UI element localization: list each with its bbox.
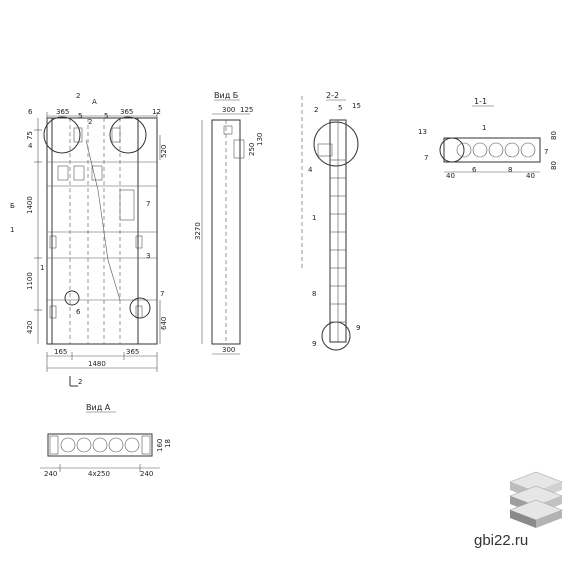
callout-5-right: 5 xyxy=(104,112,108,120)
section-11-callout-7-left: 7 xyxy=(424,154,428,162)
section-22-callout-4: 4 xyxy=(308,166,313,174)
dim-top-right: 365 xyxy=(120,108,133,116)
section-11-dim-b-left: 40 xyxy=(446,172,455,180)
section-22-title: 2-2 xyxy=(326,91,339,100)
callout-4: 4 xyxy=(28,142,33,150)
view-b-dim-height: 3270 xyxy=(194,222,202,240)
callout-6-top: 6 xyxy=(28,108,33,116)
section-11-dim-r-top: 80 xyxy=(550,131,558,140)
dim-left-top: 75 xyxy=(26,131,34,140)
section-mark-2-bot: 2 xyxy=(78,378,82,386)
section-11-dim-b-right: 40 xyxy=(526,172,535,180)
dim-left-low: 1100 xyxy=(26,272,34,290)
section-22-callout-9-left: 9 xyxy=(312,340,316,348)
section-11-title: 1-1 xyxy=(474,97,487,106)
section-22-callout-9-right: 9 xyxy=(356,324,360,332)
dim-bottom-left: 165 xyxy=(54,348,67,356)
view-b-dim-bottom: 300 xyxy=(222,346,235,354)
section-22-callout-15: 15 xyxy=(352,102,361,110)
callout-7-mid: 7 xyxy=(146,200,150,208)
section-mark-b: Б xyxy=(10,202,15,210)
view-a-dim-left: 240 xyxy=(44,470,57,478)
section-11-callout-1: 1 xyxy=(482,124,486,132)
section-11-dim-r-bot: 80 xyxy=(550,161,558,170)
section-22-callout-5: 5 xyxy=(338,104,342,112)
dim-bottom-right: 365 xyxy=(126,348,139,356)
callout-5-left: 5 xyxy=(78,112,82,120)
view-a-dim-side-a: 160 xyxy=(156,439,164,452)
dim-left-bot: 420 xyxy=(26,321,34,334)
section-22-callout-1: 1 xyxy=(312,214,316,222)
section-mark-1: 1 xyxy=(10,226,14,234)
section-11-callout-7-right: 7 xyxy=(544,148,548,156)
callout-7-low: 7 xyxy=(160,290,164,298)
front-view: 365 365 75 1400 1100 420 520 640 165 365… xyxy=(10,92,168,387)
section-1-1: 1-1 13 1 7 6 8 7 80 80 40 40 xyxy=(418,97,558,180)
watermark-text: gbi22.ru xyxy=(474,532,529,549)
callout-2: 2 xyxy=(88,118,92,126)
view-b-dim-top-b: 125 xyxy=(240,106,253,114)
view-b-dim-top-a: 300 xyxy=(222,106,235,114)
section-22-callout-2: 2 xyxy=(314,106,318,114)
view-b: Вид Б 300 125 250 130 3270 300 xyxy=(194,91,264,355)
dim-total-width: 1480 xyxy=(88,360,106,368)
section-mark-a: A xyxy=(92,98,97,106)
callout-12: 12 xyxy=(152,108,161,116)
view-a-dim-middle: 4x250 xyxy=(88,470,110,478)
dim-left-mid: 1400 xyxy=(26,196,34,214)
callout-3: 3 xyxy=(146,252,150,260)
dim-top-left: 365 xyxy=(56,108,69,116)
dim-right-bot: 640 xyxy=(160,317,168,330)
callout-1: 1 xyxy=(40,264,44,272)
section-11-callout-13: 13 xyxy=(418,128,427,136)
view-a: Вид А 240 4x250 240 160 18 xyxy=(40,403,172,478)
view-a-title: Вид А xyxy=(86,403,111,412)
section-2-2: 2-2 2 5 15 4 1 8 9 9 xyxy=(301,91,361,351)
dim-right-top: 520 xyxy=(160,145,168,158)
view-a-dim-side-b: 18 xyxy=(164,439,172,448)
section-22-callout-8: 8 xyxy=(312,290,316,298)
view-b-dim-side-a: 250 xyxy=(248,143,256,156)
callout-6-low: 6 xyxy=(76,308,81,316)
section-11-callout-8: 8 xyxy=(508,166,512,174)
section-mark-2-top: 2 xyxy=(76,92,80,100)
section-11-callout-6: 6 xyxy=(472,166,477,174)
view-a-dim-right: 240 xyxy=(140,470,153,478)
view-b-dim-side-b: 130 xyxy=(256,133,264,146)
view-b-title: Вид Б xyxy=(214,91,238,100)
watermark-logo-icon xyxy=(509,471,563,528)
